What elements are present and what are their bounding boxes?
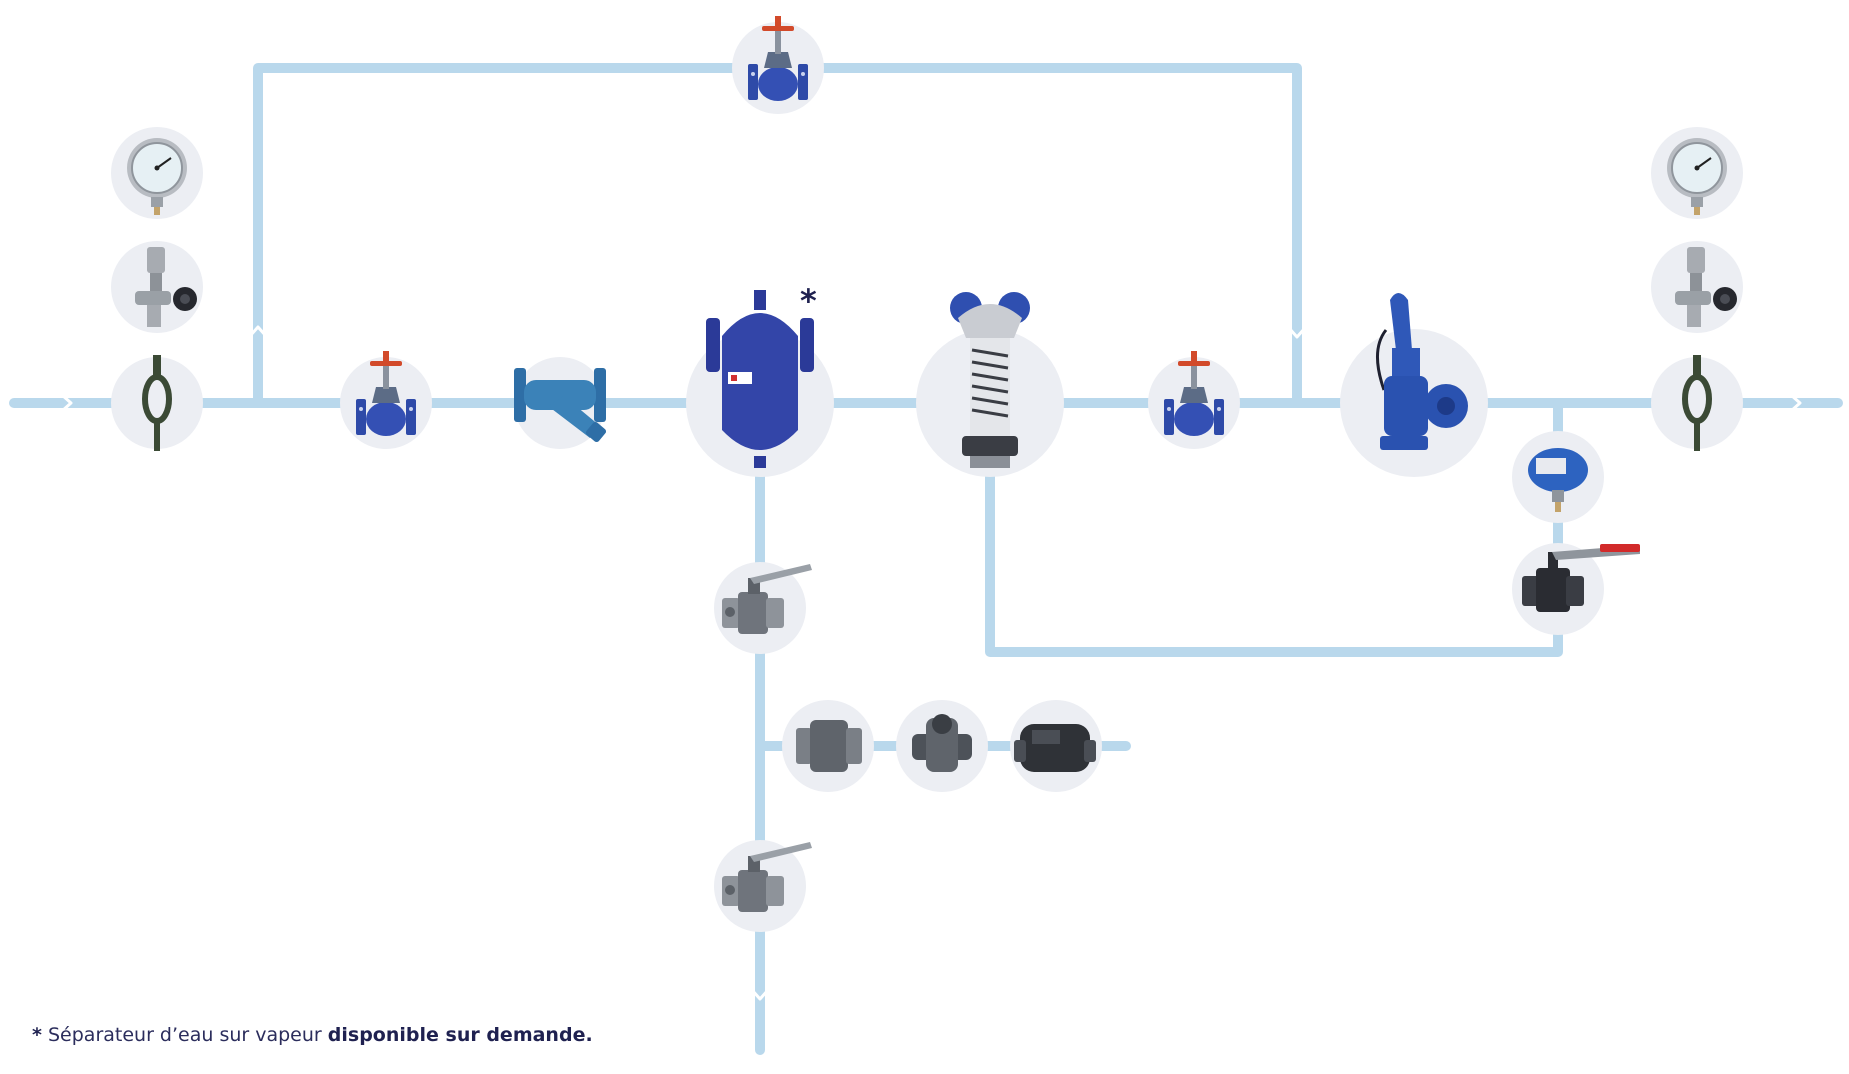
footnote-asterisk: *	[32, 1024, 42, 1046]
thermodynamic-steam-trap	[912, 714, 972, 772]
flow-arrow-drain	[750, 988, 770, 1001]
expansion-vessel	[1528, 448, 1588, 512]
footnote-text: Séparateur d’eau sur vapeur	[47, 1024, 322, 1046]
footnote: * Séparateur d’eau sur vapeur disponible…	[32, 1024, 593, 1046]
steam-separator	[706, 290, 814, 468]
steam-trap-isolation	[796, 720, 862, 772]
pressure-reducing-valve	[950, 292, 1030, 468]
node-backgrounds	[111, 22, 1743, 932]
ball-valve-sensing-line	[1522, 544, 1640, 612]
flow-arrow-bypass-up	[248, 325, 268, 338]
flow-arrow-bypass-down	[1287, 326, 1307, 339]
footnote-bold-text: disponible sur demande.	[327, 1024, 593, 1046]
y-strainer	[514, 368, 607, 443]
float-steam-trap	[1014, 724, 1096, 772]
flow-arrows	[60, 325, 1802, 1001]
flow-arrow-outlet	[1789, 393, 1802, 413]
safety-valve	[1375, 293, 1468, 450]
sensing-line-pipe	[985, 398, 1563, 657]
flow-arrow-inlet	[60, 393, 73, 413]
separator-asterisk: *	[800, 282, 817, 320]
